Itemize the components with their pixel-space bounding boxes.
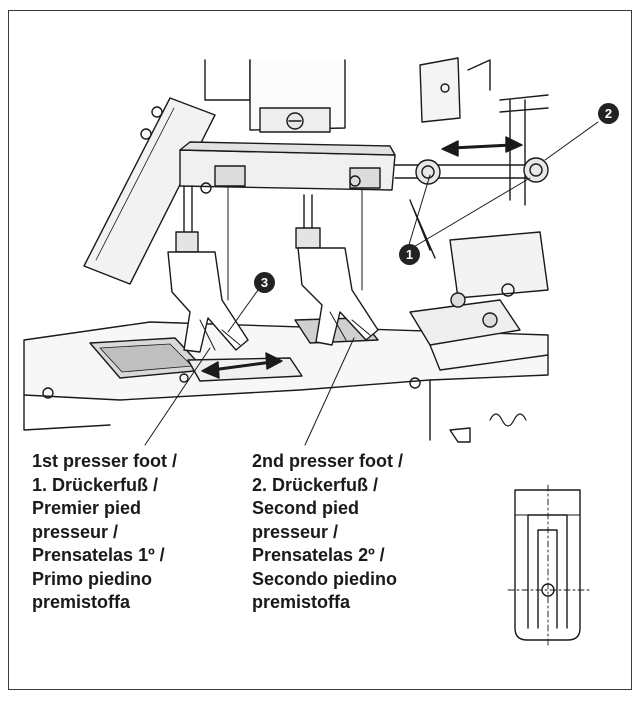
bed-screw-mid [179, 373, 189, 383]
feed-screw-a [450, 292, 466, 308]
leader-first-foot [144, 347, 211, 446]
leader-callout-3 [227, 289, 259, 333]
caption-line: premistoffa [252, 592, 351, 612]
upper-frame [204, 59, 251, 101]
caption-line: 1. Drückerfuß / [32, 474, 159, 495]
first-presser-foot [167, 251, 249, 353]
adjust-knob-right [523, 157, 549, 183]
presser-bar-right [303, 194, 313, 233]
caption-line: Premier pied [32, 498, 142, 518]
arrow-head-bottom-right [265, 352, 283, 370]
first-foot-toe [199, 319, 241, 351]
arrow-shaft-top [450, 143, 514, 150]
adjust-knob-right-inner [529, 163, 543, 177]
caption-line: presseur / [32, 521, 119, 542]
adjust-knob-left-inner [421, 165, 435, 179]
feed-screw-b [482, 312, 498, 328]
bracket-clamp-left [214, 165, 246, 187]
presser-bracket-top [179, 141, 396, 156]
leader-callout-1b [411, 177, 531, 249]
feed-base [429, 344, 549, 371]
inset-needle-hole [541, 583, 555, 597]
cover-plate-edge [95, 107, 175, 261]
right-bracket [419, 57, 461, 123]
right-arm [499, 94, 549, 206]
bracket-clamp-right [349, 167, 381, 189]
caption-line: 1st presser foot / [32, 451, 178, 471]
leader-callout-1 [407, 174, 431, 249]
caption-line: premistoffa [32, 592, 131, 612]
inset-outer [514, 489, 581, 641]
cover-plate [83, 97, 216, 285]
arrow-shaft-bottom [210, 360, 274, 372]
feed-bracket [409, 299, 521, 346]
arrow-head-bottom-left [201, 361, 220, 379]
bed-screw-right [409, 377, 421, 389]
side-cutout [449, 427, 471, 443]
cover-screw-bottom [140, 128, 152, 140]
adjust-knob-left [415, 159, 441, 185]
caption-second-presser-foot: 2nd presser foot / 2. Drückerfuß / Secon… [252, 450, 403, 615]
caption-line: Secondo piedino [252, 568, 398, 589]
thread-guide [409, 199, 436, 259]
leader-callout-2 [544, 121, 599, 161]
bracket-hole [440, 83, 450, 93]
arrow-head-top-left [441, 140, 459, 157]
caption-line: presseur / [252, 521, 339, 542]
callout-3: 3 [254, 272, 275, 293]
caption-line: Primo piedino [32, 568, 153, 589]
callout-2: 2 [598, 103, 619, 124]
cover-screw-top [151, 106, 163, 118]
feed-block [449, 231, 549, 299]
second-foot-toe [329, 311, 371, 341]
caption-first-presser-foot: 1st presser foot / 1. Drückerfuß / Premi… [32, 450, 177, 615]
caption-line: Second pied [252, 498, 360, 518]
caption-line: Prensatelas 1º / [32, 545, 165, 565]
second-presser-foot [297, 247, 379, 346]
caption-line: 2nd presser foot / [252, 451, 404, 471]
caption-line: 2. Drückerfuß / [252, 474, 379, 495]
feed-screw-c [501, 283, 515, 297]
presser-bar-left-collar [175, 231, 199, 253]
arrow-head-top-right [505, 136, 523, 153]
presser-bar-left [183, 185, 193, 239]
leader-second-foot [304, 337, 355, 446]
side-marks [489, 413, 527, 427]
callout-1: 1 [399, 244, 420, 265]
bed-screw-left [42, 387, 54, 399]
clamp-screw-right [349, 175, 361, 187]
clamp-screw-left [200, 182, 212, 194]
caption-line: Prensatelas 2º / [252, 545, 385, 565]
presser-bar-right-collar [295, 227, 321, 249]
right-rod [467, 59, 491, 91]
bed-edge [23, 379, 431, 441]
